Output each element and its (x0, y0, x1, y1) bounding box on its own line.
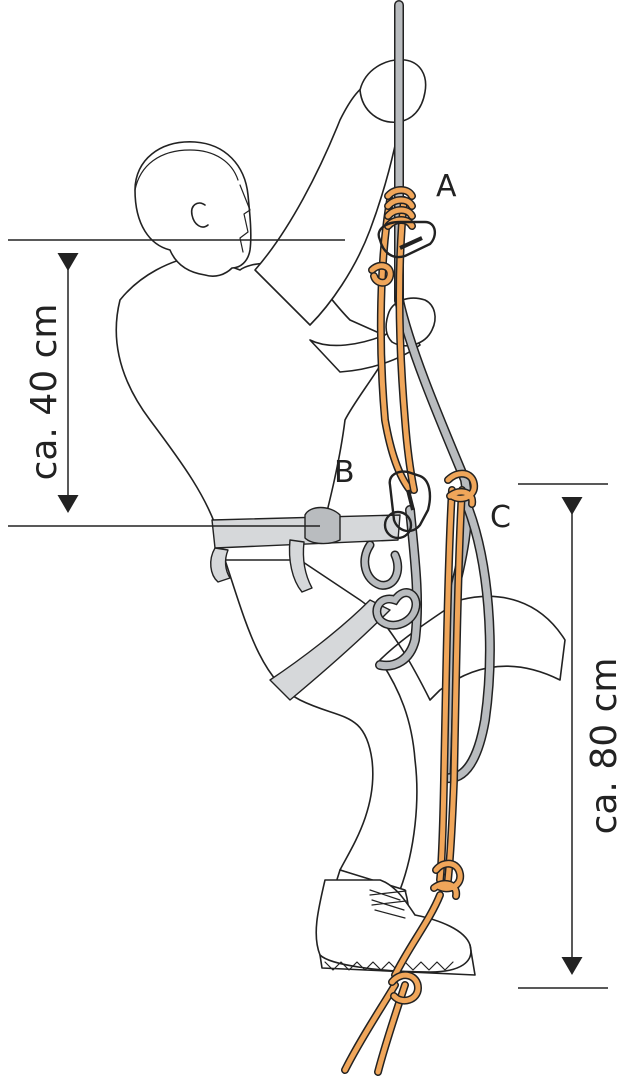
climber-torso (116, 255, 395, 540)
label-dim-upper: ca. 40 cm (24, 304, 65, 481)
climber-head (135, 142, 251, 276)
climber-boot (316, 880, 471, 972)
climber-leg (225, 560, 565, 890)
climber-hand-top (360, 60, 426, 122)
label-point-b: B (334, 455, 355, 490)
label-point-c: C (490, 500, 511, 535)
label-dim-lower: ca. 80 cm (584, 658, 621, 835)
label-point-a: A (436, 169, 457, 204)
